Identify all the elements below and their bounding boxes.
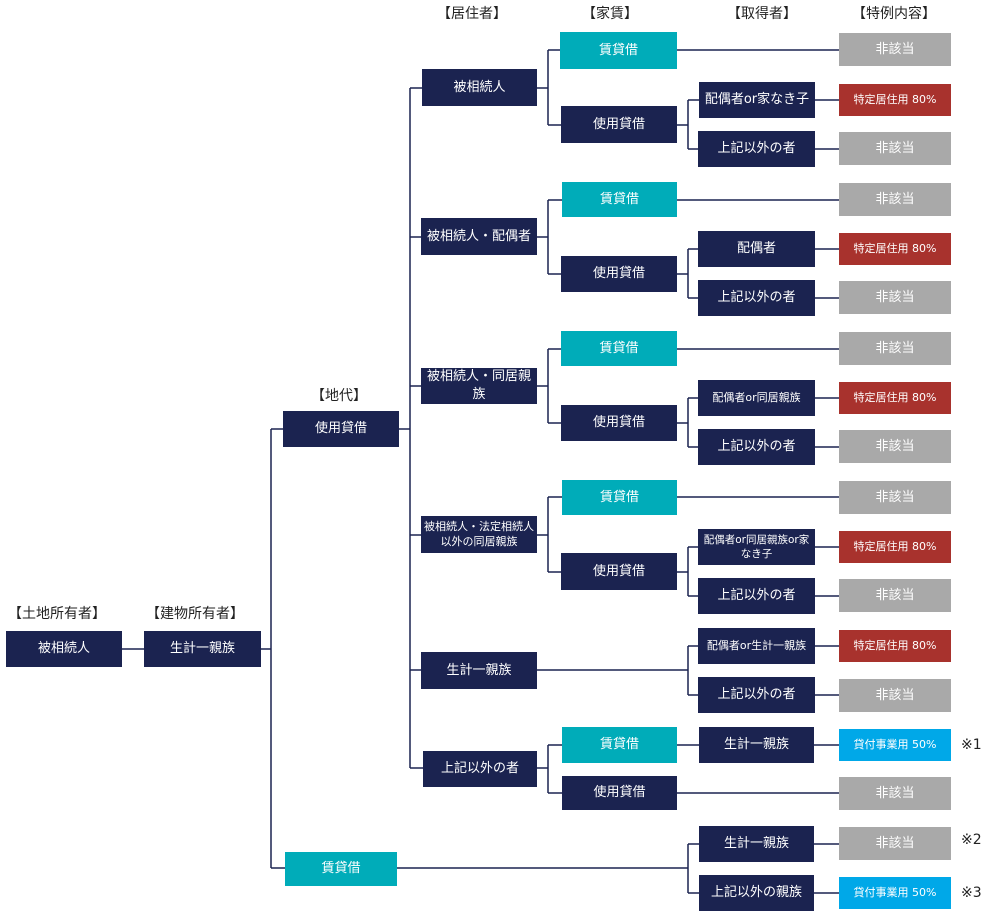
node-resident-1: 被相続人: [422, 69, 537, 106]
node-acquirer-2a: 配偶者: [698, 231, 815, 267]
node-rent-lease-6: 賃貸借: [562, 727, 677, 763]
result-4b: 非該当: [839, 579, 951, 612]
node-acquirer-2b: 上記以外の者: [698, 280, 815, 316]
node-rent-use-2: 使用貸借: [561, 256, 677, 292]
node-acquirer-1b: 上記以外の者: [698, 131, 815, 167]
result-2-lease: 非該当: [839, 183, 951, 216]
node-rent-use-6: 使用貸借: [562, 776, 677, 810]
node-acquirer-4b: 上記以外の者: [698, 578, 815, 614]
note-3: ※3: [961, 885, 982, 901]
node-resident-2: 被相続人・配偶者: [421, 218, 537, 255]
node-acquirer-3a: 配偶者or同居親族: [698, 380, 815, 416]
node-acquirer-7a: 生計一親族: [699, 826, 814, 862]
node-acquirer-5b: 上記以外の者: [698, 677, 815, 713]
node-land-owner: 被相続人: [6, 631, 122, 667]
node-rent-lease-3: 賃貸借: [561, 331, 677, 366]
header-ground-rent: 【地代】: [311, 388, 367, 404]
node-rent-lease-2: 賃貸借: [562, 182, 677, 217]
result-4-lease: 非該当: [839, 481, 951, 514]
node-rent-lease-1: 賃貸借: [560, 32, 677, 69]
result-1-lease: 非該当: [839, 33, 951, 66]
node-acquirer-7b: 上記以外の親族: [699, 875, 814, 911]
result-3b: 非該当: [839, 430, 951, 463]
node-rent-use-4: 使用貸借: [561, 553, 677, 590]
result-6-use: 非該当: [839, 777, 951, 810]
result-3-lease: 非該当: [839, 332, 951, 365]
header-resident: 【居住者】: [437, 6, 507, 22]
node-acquirer-5a: 配偶者or生計一親族: [698, 628, 815, 664]
result-3a: 特定居住用 80%: [839, 382, 951, 414]
node-resident-5: 生計一親族: [421, 652, 537, 689]
node-acquirer-4a: 配偶者or同居親族or家なき子: [698, 529, 815, 565]
node-resident-3: 被相続人・同居親族: [421, 368, 537, 404]
header-building-owner: 【建物所有者】: [146, 606, 244, 622]
node-rent-lease-4: 賃貸借: [562, 480, 677, 515]
node-rent-use-1: 使用貸借: [561, 106, 677, 143]
result-6a: 貸付事業用 50%: [839, 729, 951, 761]
result-1b: 非該当: [839, 132, 951, 165]
header-house-rent: 【家賃】: [582, 6, 638, 22]
note-1: ※1: [961, 737, 982, 753]
node-building-owner: 生計一親族: [144, 631, 261, 667]
note-2: ※2: [961, 832, 982, 848]
result-7a: 非該当: [839, 827, 951, 860]
result-2a: 特定居住用 80%: [839, 233, 951, 265]
result-5a: 特定居住用 80%: [839, 630, 951, 662]
node-acquirer-1a: 配偶者or家なき子: [699, 82, 815, 118]
node-acquirer-6a: 生計一親族: [699, 727, 814, 763]
node-resident-6: 上記以外の者: [423, 751, 537, 787]
node-ground-lease: 賃貸借: [285, 852, 397, 886]
header-special-content: 【特例内容】: [852, 6, 936, 22]
node-rent-use-3: 使用貸借: [561, 405, 677, 441]
result-4a: 特定居住用 80%: [839, 531, 951, 563]
node-resident-4: 被相続人・法定相続人以外の同居親族: [421, 516, 537, 553]
header-land-owner: 【土地所有者】: [8, 606, 106, 622]
result-5b: 非該当: [839, 679, 951, 712]
header-acquirer: 【取得者】: [727, 6, 797, 22]
result-7b: 貸付事業用 50%: [839, 877, 951, 909]
node-acquirer-3b: 上記以外の者: [698, 429, 815, 465]
node-ground-use-loan: 使用貸借: [283, 411, 399, 447]
result-1a: 特定居住用 80%: [839, 84, 951, 116]
result-2b: 非該当: [839, 281, 951, 314]
